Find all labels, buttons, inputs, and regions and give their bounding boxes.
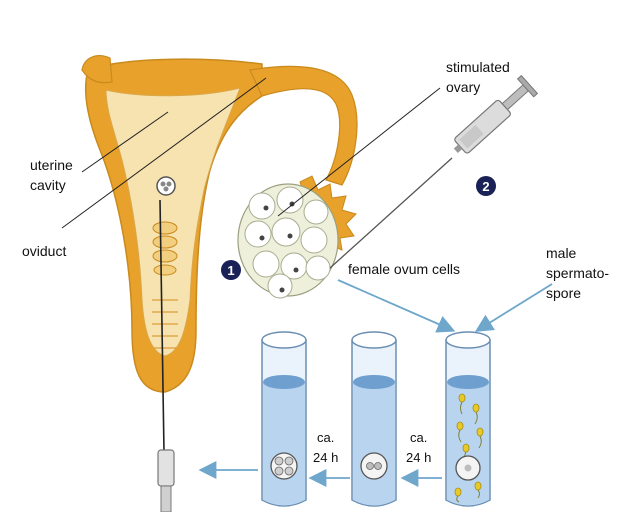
embryo-icon (270, 452, 298, 480)
incubation-ca-2: ca. (410, 430, 427, 445)
ovary-icon (237, 183, 339, 299)
canal-stripes (152, 299, 178, 349)
label-uterine: uterine (30, 157, 73, 173)
oviduct-tube (249, 65, 358, 186)
incubation-ca-1: ca. (317, 430, 334, 445)
leader-lines (61, 77, 441, 229)
test-tube-icon (445, 331, 491, 507)
sperm-to-tube-arrow (474, 283, 553, 332)
test-tube-icon (351, 331, 397, 507)
ovum-icon (455, 455, 481, 481)
step-1-badge: 1 (221, 260, 241, 280)
step-2-badge: 2 (476, 176, 496, 196)
label-cavity: cavity (30, 177, 66, 193)
label-male: male (546, 245, 577, 261)
cervix-folds (152, 221, 178, 276)
incubation-time-2: 24 h (406, 450, 431, 465)
incubation-time-1: 24 h (313, 450, 338, 465)
label-oviduct: oviduct (22, 243, 66, 259)
label-ovary: ovary (446, 79, 480, 95)
embryo-icon (360, 452, 388, 480)
syringe-icon (329, 74, 539, 269)
label-spore: spore (546, 285, 581, 301)
svg-text:1: 1 (227, 263, 234, 278)
test-tube-icon (261, 331, 307, 507)
implanted-embryo-icon (156, 176, 176, 196)
svg-text:2: 2 (482, 179, 489, 194)
label-female-ovum: female ovum cells (348, 261, 460, 277)
label-spermato: spermato- (546, 265, 609, 281)
ovum-to-tube-arrow (337, 279, 456, 333)
label-stimulated: stimulated (446, 59, 510, 75)
catheter-icon (157, 199, 175, 512)
